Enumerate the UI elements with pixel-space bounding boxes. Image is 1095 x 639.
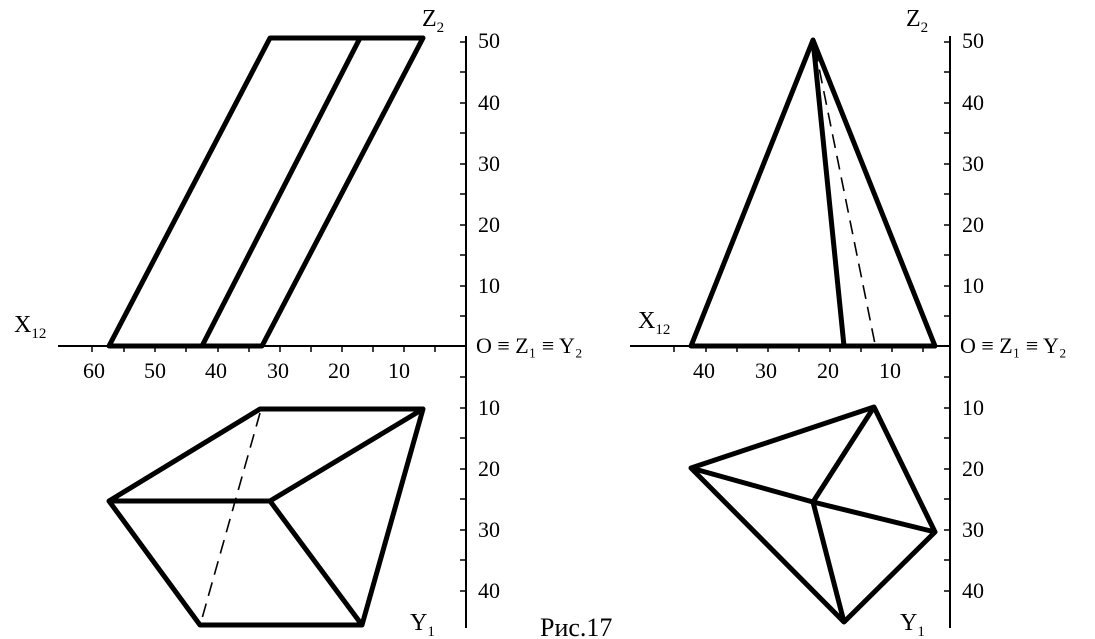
right-x-tick-labels: 40 30 20 10 bbox=[693, 358, 901, 383]
left-vertical-ticks bbox=[460, 41, 466, 592]
x-tick-label: 10 bbox=[388, 358, 410, 383]
pyramid-front-edge bbox=[810, 39, 847, 347]
z-tick-label: 30 bbox=[962, 151, 984, 176]
z-tick-label: 40 bbox=[478, 90, 500, 115]
right-origin-label: O ≡ Z₁ ≡ Y₂ bbox=[960, 333, 1067, 358]
z-tick-label: 50 bbox=[478, 28, 500, 53]
y-tick-label: 30 bbox=[478, 517, 500, 542]
pyramid-front-view bbox=[688, 37, 938, 349]
pyramid-top-edge-1 bbox=[690, 465, 814, 505]
right-panel: X12 Z2 Y1 O ≡ Z₁ ≡ Y₂ 40 30 20 10 50 40 … bbox=[630, 6, 1067, 639]
figure-caption: Рис.17 bbox=[540, 613, 612, 639]
prism-top-view bbox=[106, 406, 426, 628]
left-z-tick-labels: 50 40 30 20 10 bbox=[478, 28, 500, 298]
left-z-axis-label: Z2 bbox=[422, 6, 444, 36]
z-tick-label: 10 bbox=[478, 273, 500, 298]
y-tick-label: 20 bbox=[478, 456, 500, 481]
x-tick-label: 40 bbox=[205, 358, 227, 383]
y-tick-label: 40 bbox=[962, 578, 984, 603]
x-tick-label: 30 bbox=[755, 358, 777, 383]
z-tick-label: 10 bbox=[962, 273, 984, 298]
right-y-axis-label: Y1 bbox=[900, 610, 925, 639]
z-tick-label: 40 bbox=[962, 90, 984, 115]
pyramid-hidden-edge bbox=[814, 47, 876, 345]
prism-top-outline bbox=[106, 406, 426, 628]
y-tick-label: 20 bbox=[962, 456, 984, 481]
left-y-axis-label: Y1 bbox=[410, 610, 435, 639]
prism-top-edge-2 bbox=[268, 406, 425, 504]
left-y-tick-labels: 10 20 30 40 bbox=[478, 395, 500, 603]
y-tick-label: 10 bbox=[962, 395, 984, 420]
z-tick-label: 20 bbox=[962, 212, 984, 237]
prism-front-outline bbox=[106, 35, 426, 349]
right-x-axis-label: X12 bbox=[638, 308, 670, 338]
prism-front-edge bbox=[199, 36, 363, 348]
x-tick-label: 10 bbox=[879, 358, 901, 383]
left-origin-label: O ≡ Z₁ ≡ Y₂ bbox=[476, 333, 583, 358]
right-z-axis-label: Z2 bbox=[906, 6, 928, 36]
y-tick-label: 10 bbox=[478, 395, 500, 420]
prism-front-view bbox=[106, 35, 426, 349]
pyramid-top-view bbox=[688, 404, 938, 625]
pyramid-front-outline bbox=[688, 37, 938, 349]
pyramid-top-edge-3 bbox=[812, 499, 936, 535]
x-tick-label: 30 bbox=[267, 358, 289, 383]
right-vertical-ticks bbox=[944, 41, 950, 592]
x-tick-label: 20 bbox=[817, 358, 839, 383]
y-tick-label: 40 bbox=[478, 578, 500, 603]
pyramid-top-outline bbox=[688, 404, 938, 625]
z-tick-label: 30 bbox=[478, 151, 500, 176]
left-x-tick-labels: 60 50 40 30 20 10 bbox=[83, 358, 410, 383]
y-tick-label: 30 bbox=[962, 517, 984, 542]
prism-top-edge-3 bbox=[267, 499, 365, 627]
z-tick-label: 20 bbox=[478, 212, 500, 237]
x-tick-label: 20 bbox=[328, 358, 350, 383]
prism-hidden-edge bbox=[200, 412, 261, 623]
right-y-tick-labels: 10 20 30 40 bbox=[962, 395, 984, 603]
right-z-tick-labels: 50 40 30 20 10 bbox=[962, 28, 984, 298]
left-x-axis-label: X12 bbox=[14, 312, 46, 342]
x-tick-label: 40 bbox=[693, 358, 715, 383]
pyramid-top-edge-2 bbox=[810, 405, 877, 504]
left-panel: X12 Z2 Y1 O ≡ Z₁ ≡ Y₂ 60 50 40 30 20 10 … bbox=[14, 6, 583, 639]
pyramid-top-edge-4 bbox=[810, 501, 847, 623]
x-tick-label: 60 bbox=[83, 358, 105, 383]
z-tick-label: 50 bbox=[962, 28, 984, 53]
x-tick-label: 50 bbox=[144, 358, 166, 383]
